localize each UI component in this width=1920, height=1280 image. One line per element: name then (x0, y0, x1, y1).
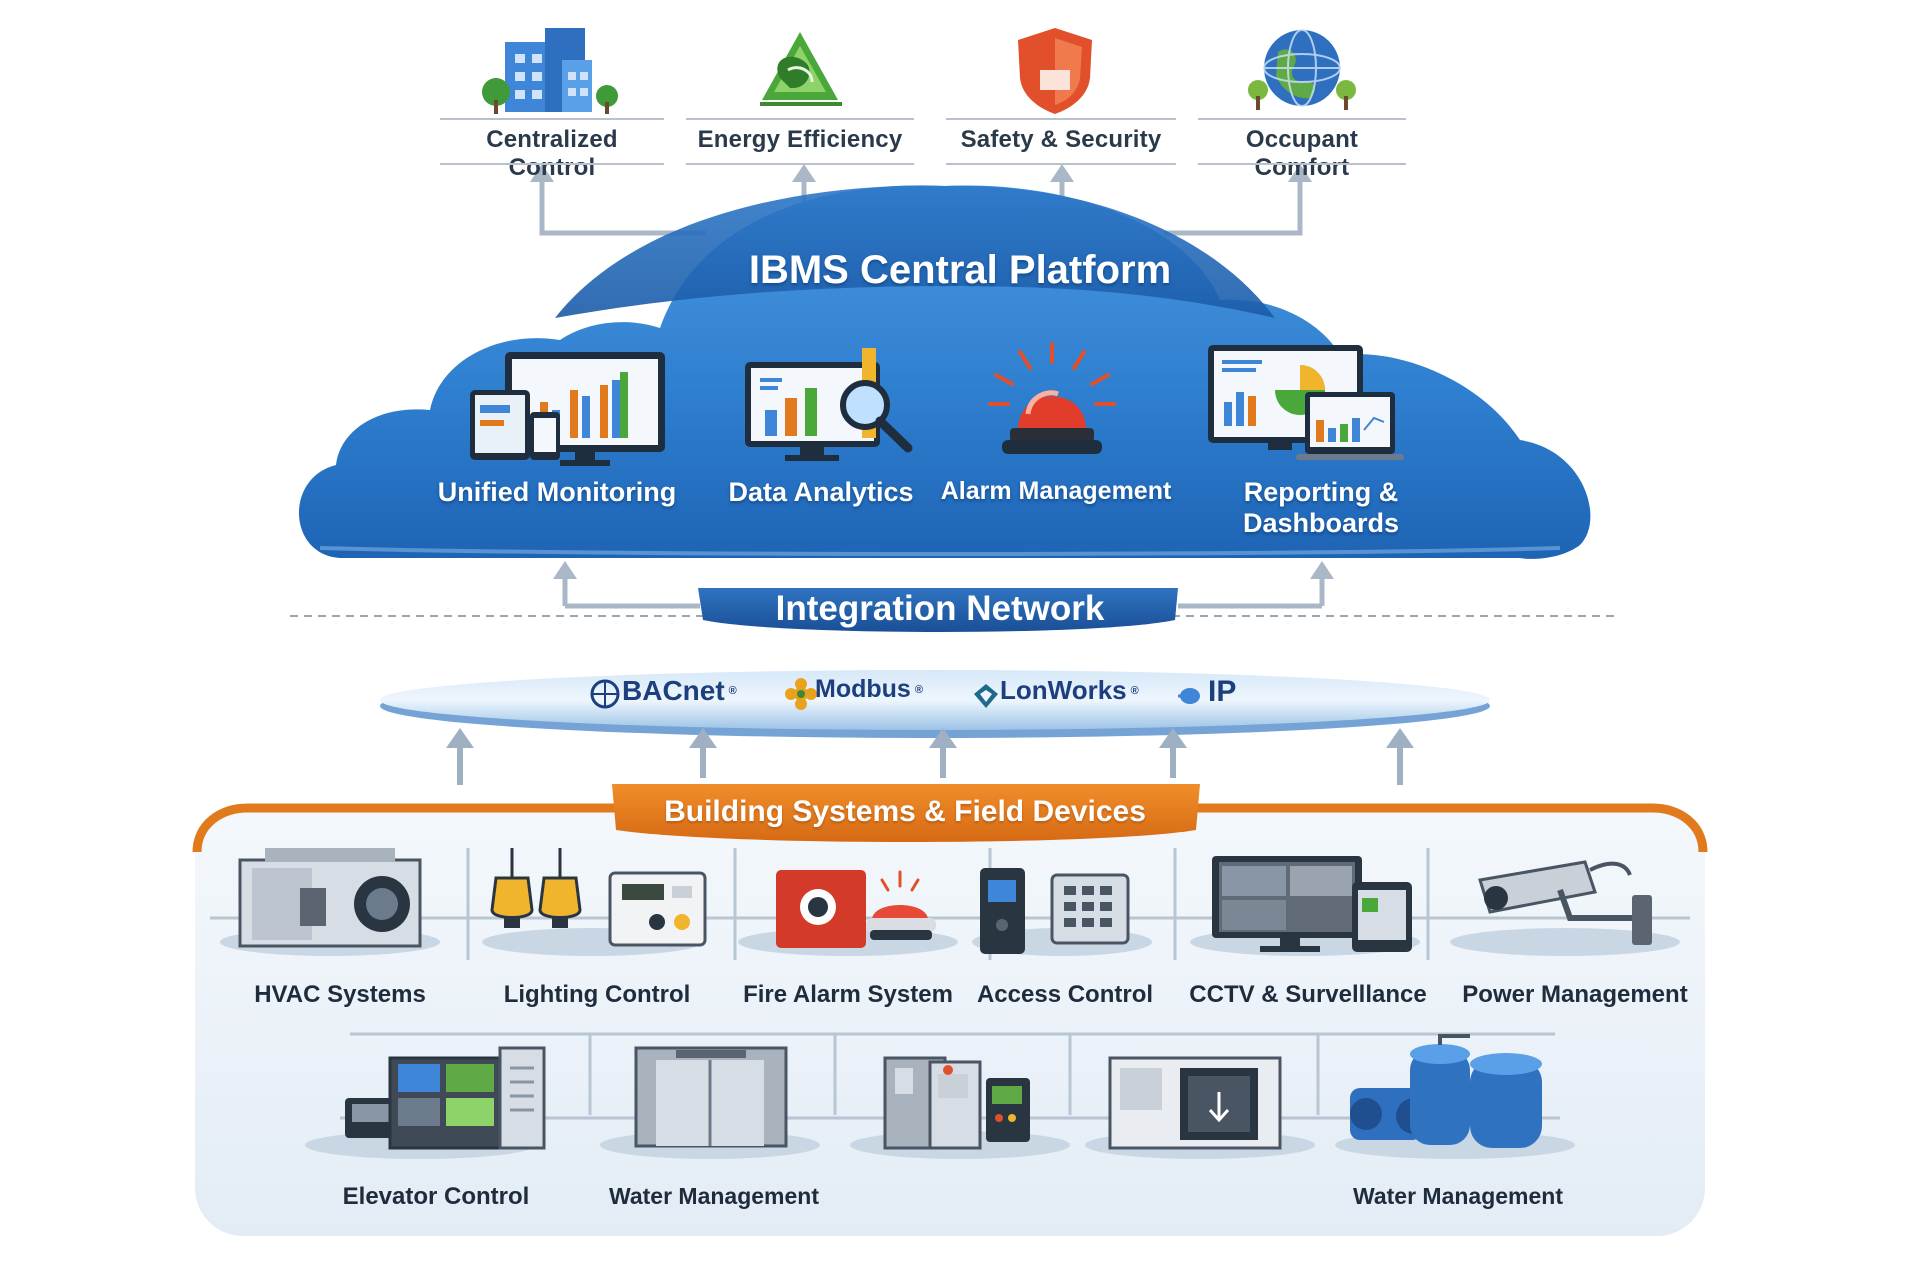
modbus-icon (785, 678, 817, 710)
light-bulbs-icon (490, 848, 707, 947)
benefit-arrowheads (530, 164, 1312, 182)
elevator-icon (634, 1046, 788, 1148)
registered-mark: ® (728, 685, 737, 697)
benefit-label-energy-efficiency: Energy Efficiency (697, 126, 903, 153)
benefit-divider (686, 163, 914, 165)
central-platform-cloud (298, 185, 1591, 559)
ip-icon (1178, 688, 1200, 704)
protocol-label: BACnet (622, 675, 725, 706)
monitor-charts-icon (470, 352, 665, 466)
protocol-bus-ellipse (380, 670, 1490, 738)
module-label-reporting-dashboards: Reporting & Dashboards (1242, 477, 1400, 538)
control-panel-icon (345, 1046, 546, 1150)
benefit-divider (440, 118, 664, 120)
protocol-label: Modbus (815, 675, 911, 703)
benefit-divider (1198, 118, 1406, 120)
dashboard-screens-icon (1208, 345, 1404, 460)
protocol-label: IP (1208, 675, 1237, 708)
building-icon (482, 28, 618, 114)
benefit-divider (946, 118, 1176, 120)
connector-centralized (539, 178, 706, 236)
protocol-lonworks: LonWorks® (1000, 675, 1139, 706)
device-label-elevator-control: Elevator Control (342, 1183, 530, 1210)
integration-network-banner (698, 588, 1178, 632)
device-label-access-control: Access Control (976, 981, 1154, 1008)
registered-mark: ® (914, 683, 923, 696)
device-label-hvac: HVAC Systems (254, 981, 426, 1008)
elevator-door-icon (1108, 1056, 1282, 1150)
benefit-label-centralized-control: Centralized Control (486, 126, 618, 181)
water-tanks-icon (1350, 1034, 1542, 1148)
benefit-label-safety-security: Safety & Security (960, 126, 1162, 153)
protocol-bacnet: BACnet® (622, 675, 737, 707)
module-label-data-analytics: Data Analytics (728, 477, 914, 507)
benefit-divider (686, 118, 914, 120)
camera-icon (1478, 860, 1652, 945)
connector-occupant (1164, 178, 1303, 236)
device-label-power-management: Power Management (1462, 981, 1688, 1008)
platform-title: IBMS Central Platform (748, 248, 1172, 292)
module-label-unified-monitoring: Unified Monitoring (437, 477, 677, 507)
building-systems-title: Building Systems & Field Devices (664, 795, 1146, 828)
device-label-fire-alarm: Fire Alarm System (743, 981, 953, 1008)
protocol-label: LonWorks (1000, 675, 1127, 705)
globe-icon (1248, 29, 1356, 110)
device-label-lighting: Lighting Control (503, 981, 691, 1008)
protocol-ip: IP (1208, 675, 1236, 709)
electrical-cabinet-icon (883, 1056, 1030, 1150)
alarm-beacon-icon (988, 342, 1116, 454)
lonworks-icon (974, 684, 998, 708)
hvac-unit-icon (238, 848, 422, 948)
benefit-divider (1198, 163, 1406, 165)
integration-network-title: Integration Network (775, 589, 1105, 628)
analytics-magnifier-icon (745, 348, 913, 461)
shield-icon (1018, 28, 1092, 114)
benefit-label-occupant-comfort: Occupant Comfort (1245, 126, 1359, 181)
recycle-leaf-icon (760, 32, 842, 106)
building-systems-banner (612, 784, 1200, 842)
benefit-divider (440, 163, 664, 165)
module-label-alarm-management: Alarm Management (940, 477, 1172, 505)
device-to-network-arrows (446, 728, 1414, 785)
device-label-water-management-2: Water Management (1352, 1183, 1564, 1209)
device-label-water-management: Water Management (608, 1183, 820, 1209)
bacnet-icon (590, 679, 620, 709)
cctv-monitor-icon (1212, 856, 1412, 952)
registered-mark: ® (1130, 684, 1139, 697)
fire-alarm-icon (776, 870, 936, 948)
device-label-cctv: CCTV & Survelllance (1189, 981, 1427, 1008)
keypad-icon (980, 868, 1130, 954)
benefit-divider (946, 163, 1176, 165)
protocol-modbus: Modbus® (815, 675, 923, 704)
